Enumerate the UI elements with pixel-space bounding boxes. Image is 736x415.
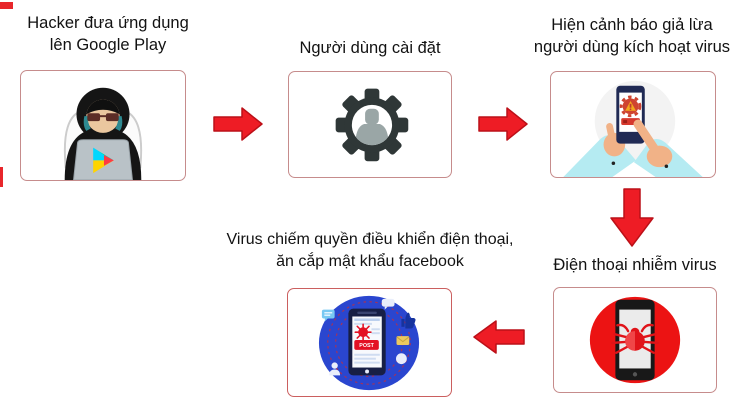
step-label-user-install: Người dùng cài đặt bbox=[263, 37, 477, 59]
step-label-line: Hiện cảnh báo giả lừa bbox=[551, 16, 713, 34]
hacker-at-laptop-google-play-icon bbox=[63, 87, 143, 180]
step-label-line: Hacker đưa ứng dụng bbox=[27, 14, 189, 32]
step-box-fake-warning bbox=[550, 71, 716, 178]
arrow-right-icon bbox=[478, 107, 528, 141]
step-label-line: ăn cắp mật khẩu facebook bbox=[276, 252, 464, 270]
step-box-hacker-upload bbox=[20, 70, 186, 181]
step-box-virus-takes-control: POST bbox=[287, 288, 452, 397]
arrow-down-icon bbox=[610, 188, 654, 247]
hands-tapping-phone-warning-icon bbox=[563, 80, 703, 177]
chat-bubble-icon bbox=[321, 309, 335, 322]
phone-bug-red-circle-icon bbox=[589, 296, 681, 384]
step-label-line: Virus chiếm quyền điều khiển điện thoại, bbox=[226, 231, 514, 248]
step-label-line: người dùng kích hoạt virus bbox=[533, 38, 731, 57]
step-label-phone-infected: Điện thoại nhiễm virus bbox=[537, 254, 733, 276]
step-label-hacker-upload: Hacker đưa ứng dụng lên Google Play bbox=[6, 12, 210, 57]
step-label-line: Điện thoại nhiễm virus bbox=[553, 256, 717, 274]
step-label-line: Người dùng cài đặt bbox=[299, 39, 441, 57]
dot-icon bbox=[396, 353, 407, 365]
envelope-icon bbox=[396, 336, 410, 345]
red-edge-artifact bbox=[0, 167, 3, 187]
arrow-left-icon bbox=[473, 320, 525, 354]
speech-bubble-icon bbox=[381, 298, 395, 310]
phone-virus-social-blue-circle-icon: POST bbox=[318, 295, 420, 391]
thumbs-up-icon bbox=[401, 312, 416, 329]
virus-icon bbox=[354, 323, 372, 341]
post-button-label: POST bbox=[359, 343, 374, 349]
person-icon bbox=[329, 362, 341, 376]
gear-user-icon bbox=[335, 88, 409, 162]
step-label-line: lên Google Play bbox=[49, 36, 167, 55]
arrow-right-icon bbox=[213, 107, 263, 141]
step-label-virus-takes-control: Virus chiếm quyền điều khiển điện thoại,… bbox=[210, 229, 530, 273]
red-edge-artifact bbox=[0, 2, 13, 9]
step-box-phone-infected bbox=[553, 287, 717, 393]
step-label-fake-warning: Hiện cảnh báo giả lừa người dùng kích ho… bbox=[524, 14, 736, 59]
step-box-user-install bbox=[288, 71, 452, 178]
post-button: POST bbox=[354, 340, 379, 350]
